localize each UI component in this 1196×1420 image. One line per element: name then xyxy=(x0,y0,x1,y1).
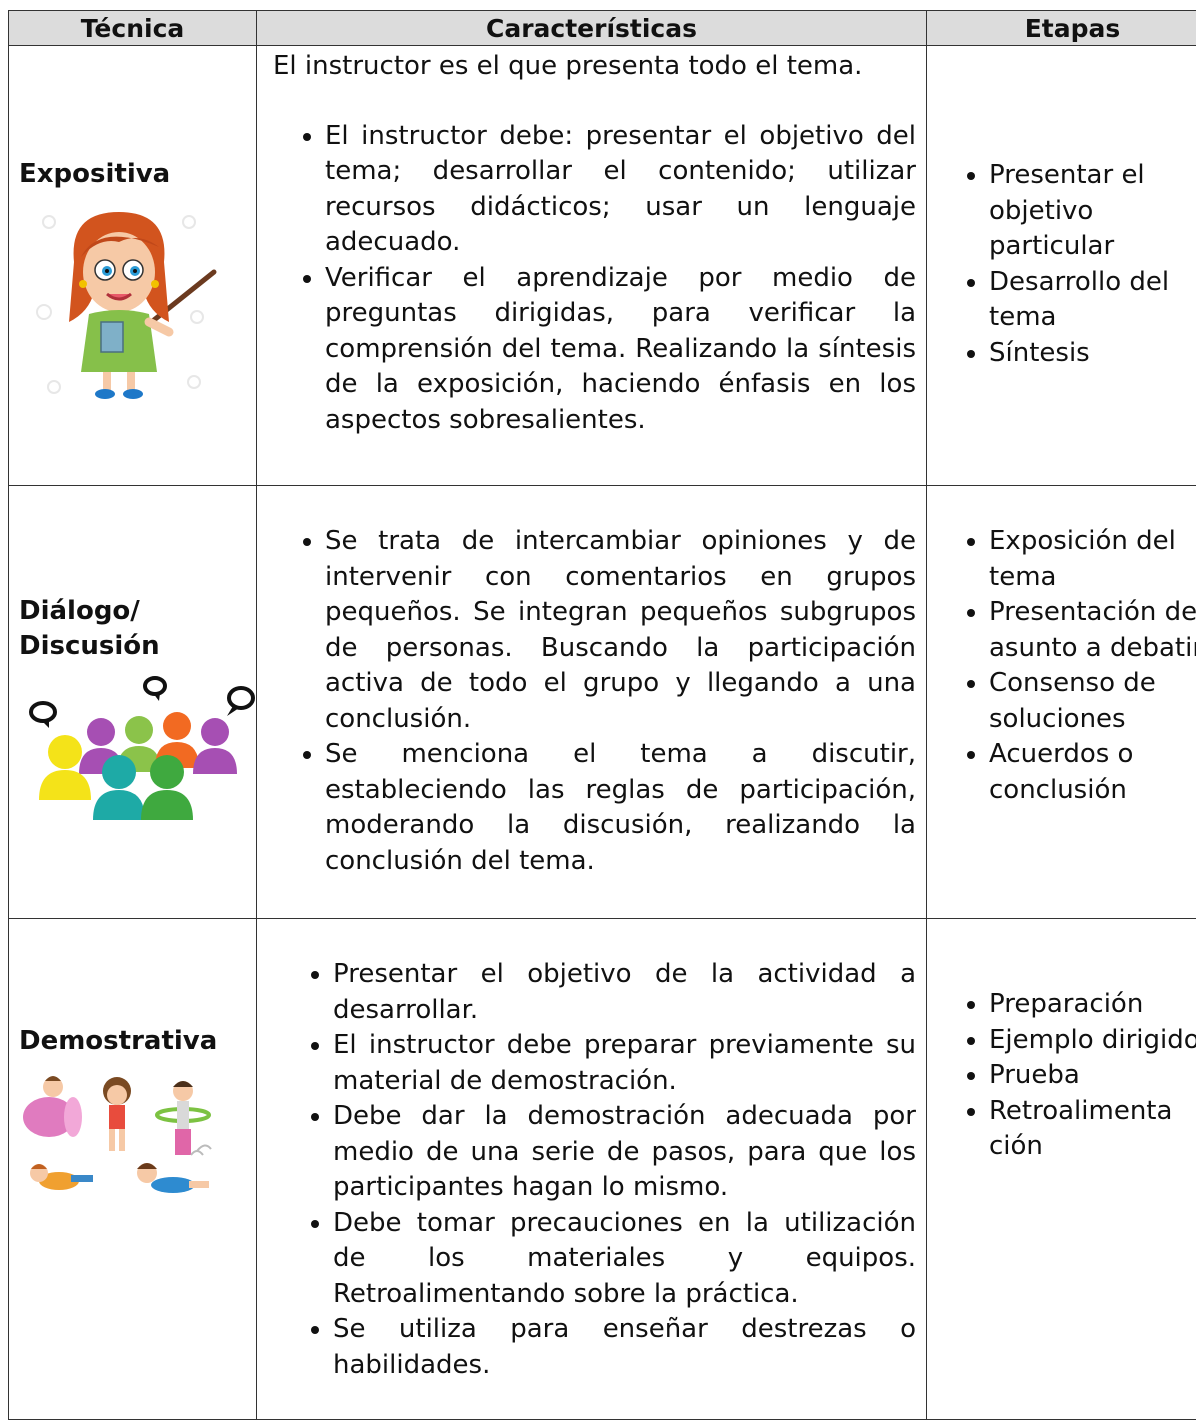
list-item: Consenso de soluciones xyxy=(989,666,1196,737)
table-row-demostrativa: Demostrativa xyxy=(9,919,1196,1420)
characteristics-cell: El instructor es el que presenta todo el… xyxy=(257,46,927,486)
stages-list: Exposición del tema Presentación del asu… xyxy=(927,524,1196,808)
teacher-illustration-icon xyxy=(19,202,219,402)
header-row: Técnica Características Etapas xyxy=(9,11,1196,46)
list-item: Presentar el objetivo de la actividad a … xyxy=(333,957,916,1028)
list-item: Se menciona el tema a discutir, establec… xyxy=(325,737,916,879)
technique-cell: Expositiva xyxy=(9,46,257,486)
list-item: Ejemplo dirigido xyxy=(989,1023,1196,1059)
list-item: Debe tomar precauciones en la utilizació… xyxy=(333,1206,916,1313)
list-item: Síntesis xyxy=(989,336,1196,372)
list-item: Desarrollo del tema xyxy=(989,265,1196,336)
kids-playing-illustration-icon xyxy=(19,1069,219,1209)
characteristics-list: Se trata de intercambiar opiniones y de … xyxy=(273,524,916,879)
technique-name: Expositiva xyxy=(19,157,256,192)
discussion-group-illustration-icon xyxy=(19,674,255,824)
list-item: Presentar el objetivo particular xyxy=(989,158,1196,265)
list-item: Debe dar la demostración adecuada por me… xyxy=(333,1099,916,1206)
stages-cell: Exposición del tema Presentación del asu… xyxy=(927,486,1196,919)
characteristics-list: El instructor debe: presentar el objetiv… xyxy=(273,119,916,439)
characteristics-intro: El instructor es el que presenta todo el… xyxy=(273,49,916,85)
characteristics-list: Presentar el objetivo de la actividad a … xyxy=(273,957,916,1383)
stages-cell: Preparación Ejemplo dirigido Prueba Retr… xyxy=(927,919,1196,1420)
header-technique: Técnica xyxy=(9,11,257,46)
technique-name: Diálogo/ Discusión xyxy=(19,594,256,664)
stages-cell: Presentar el objetivo particular Desarro… xyxy=(927,46,1196,486)
table-row-dialogo: Diálogo/ Discusión xyxy=(9,486,1196,919)
header-stages: Etapas xyxy=(927,11,1196,46)
list-item: El instructor debe preparar previamente … xyxy=(333,1028,916,1099)
list-item: Se utiliza para enseñar destrezas o habi… xyxy=(333,1312,916,1383)
stages-list: Presentar el objetivo particular Desarro… xyxy=(927,158,1196,371)
stages-list: Preparación Ejemplo dirigido Prueba Retr… xyxy=(927,987,1196,1165)
techniques-table: Técnica Características Etapas Expositiv… xyxy=(8,10,1196,1420)
list-item: Presentación del asunto a debatir xyxy=(989,595,1196,666)
characteristics-cell: Presentar el objetivo de la actividad a … xyxy=(257,919,927,1420)
technique-cell: Demostrativa xyxy=(9,919,257,1420)
table-row-expositiva: Expositiva xyxy=(9,46,1196,486)
list-item: Verificar el aprendizaje por medio de pr… xyxy=(325,261,916,439)
list-item: Prueba xyxy=(989,1058,1196,1094)
list-item: Se trata de intercambiar opiniones y de … xyxy=(325,524,916,737)
list-item: Preparación xyxy=(989,987,1196,1023)
list-item: El instructor debe: presentar el objetiv… xyxy=(325,119,916,261)
list-item: Acuerdos o conclusión xyxy=(989,737,1196,808)
technique-cell: Diálogo/ Discusión xyxy=(9,486,257,919)
technique-name: Demostrativa xyxy=(19,1024,256,1059)
list-item: Exposición del tema xyxy=(989,524,1196,595)
characteristics-cell: Se trata de intercambiar opiniones y de … xyxy=(257,486,927,919)
list-item: Retroalimenta ción xyxy=(989,1094,1196,1165)
header-characteristics: Características xyxy=(257,11,927,46)
